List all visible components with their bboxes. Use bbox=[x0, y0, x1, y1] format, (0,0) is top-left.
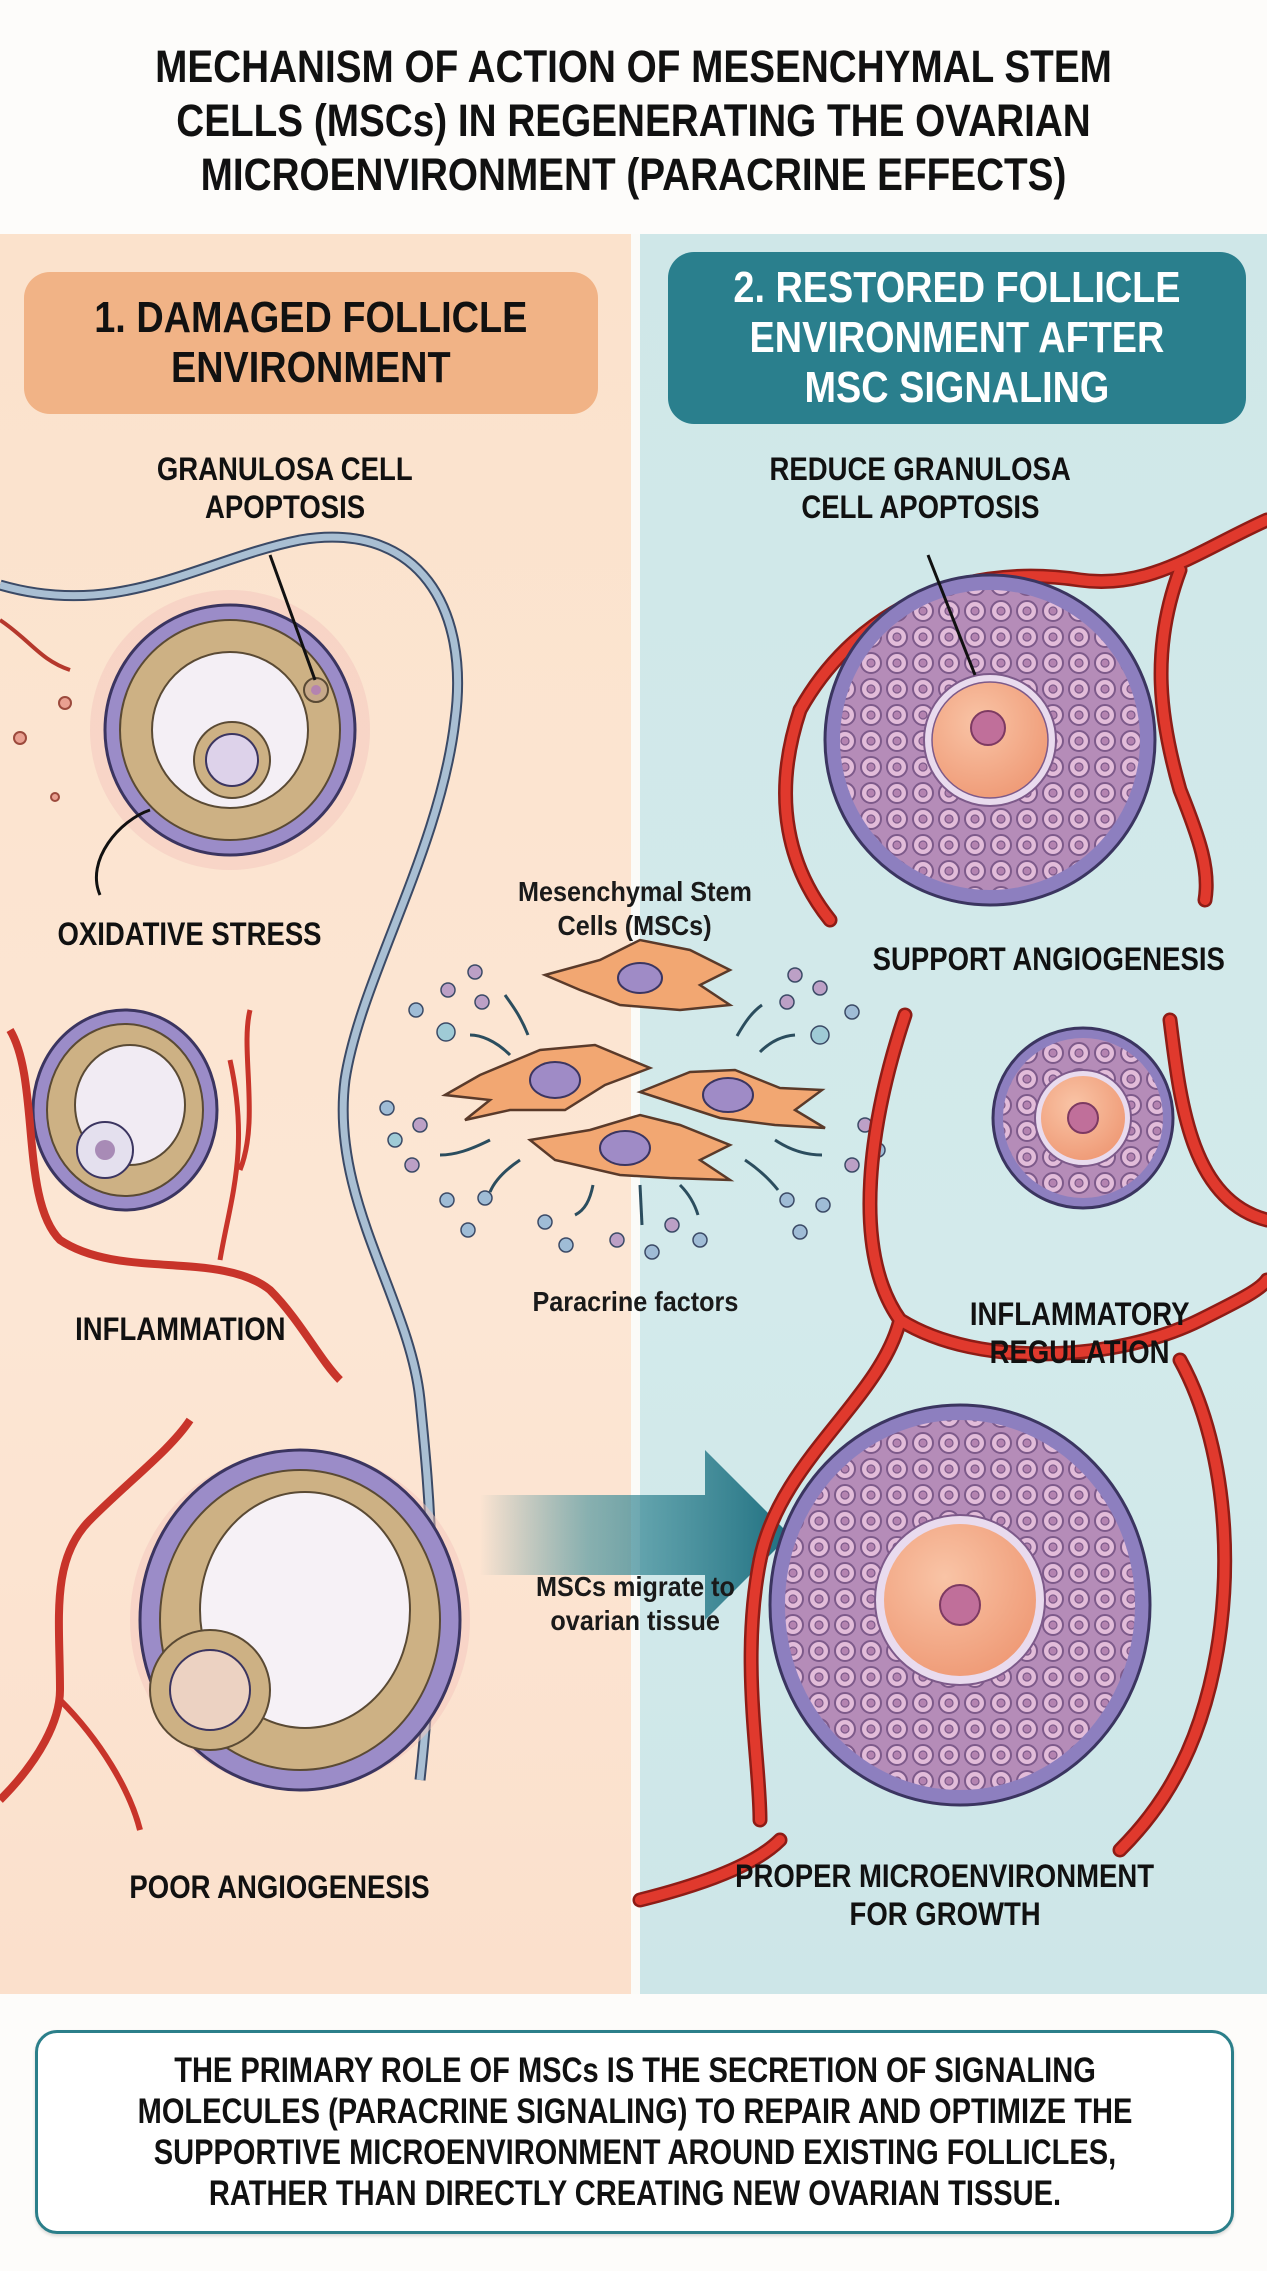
label-msc: Mesenchymal Stem Cells (MSCs) bbox=[440, 875, 830, 943]
label-line: REDUCE GRANULOSA bbox=[769, 451, 1071, 487]
label-line: CELL APOPTOSIS bbox=[800, 489, 1040, 525]
label-reduce-apoptosis: REDUCE GRANULOSA CELL APOPTOSIS bbox=[730, 450, 1110, 526]
label-support-angiogenesis: SUPPORT ANGIOGENESIS bbox=[830, 940, 1267, 978]
summary-line: RATHER THAN DIRECTLY CREATING NEW OVARIA… bbox=[208, 2174, 1061, 2213]
damaged-environment-heading: 1. DAMAGED FOLLICLE ENVIRONMENT bbox=[24, 272, 598, 414]
pointer-line bbox=[926, 554, 977, 676]
label-paracrine-factors: Paracrine factors bbox=[460, 1285, 810, 1319]
label-line: PROPER MICROENVIRONMENT bbox=[735, 1858, 1155, 1894]
damaged-follicle-middle bbox=[31, 1008, 219, 1212]
msc-cluster bbox=[441, 938, 826, 1182]
label-line: GRANULOSA CELL bbox=[157, 451, 413, 487]
summary-line: MOLECULES (PARACRINE SIGNALING) TO REPAI… bbox=[137, 2092, 1132, 2131]
heading-line: ENVIRONMENT bbox=[171, 343, 451, 392]
label-line: INFLAMMATORY bbox=[970, 1296, 1190, 1332]
migration-arrow bbox=[480, 1450, 790, 1620]
label-line: ovarian tissue bbox=[550, 1605, 720, 1636]
panel-divider bbox=[631, 234, 640, 1994]
heading-line: MSC SIGNALING bbox=[804, 363, 1110, 412]
label-line: SUPPORT ANGIOGENESIS bbox=[872, 941, 1225, 977]
summary-line: SUPPORTIVE MICROENVIRONMENT AROUND EXIST… bbox=[153, 2133, 1116, 2172]
healthy-follicle-bottom bbox=[768, 1403, 1152, 1807]
summary-box: THE PRIMARY ROLE OF MSCs IS THE SECRETIO… bbox=[35, 2030, 1234, 2234]
damaged-follicle-top bbox=[90, 590, 370, 870]
label-line: INFLAMMATION bbox=[74, 1311, 286, 1347]
title-line: CELLS (MSCs) IN REGENERATING THE OVARIAN bbox=[176, 95, 1091, 146]
label-line: REGULATION bbox=[990, 1334, 1170, 1370]
label-line: POOR ANGIOGENESIS bbox=[129, 1869, 431, 1905]
label-poor-angiogenesis: POOR ANGIOGENESIS bbox=[90, 1868, 470, 1906]
label-granulosa-apoptosis: GRANULOSA CELL APOPTOSIS bbox=[120, 450, 450, 526]
pointer-line bbox=[268, 554, 317, 681]
label-line: Cells (MSCs) bbox=[557, 910, 713, 941]
damaged-follicle-bottom bbox=[130, 1448, 470, 1792]
healthy-follicle-middle bbox=[991, 1026, 1175, 1210]
label-msc-migrate: MSCs migrate to ovarian tissue bbox=[470, 1570, 800, 1638]
title-line: MECHANISM OF ACTION OF MESENCHYMAL STEM bbox=[155, 41, 1112, 92]
secretion-arrows bbox=[439, 994, 823, 1226]
label-oxidative-stress: OXIDATIVE STRESS bbox=[10, 915, 370, 953]
label-line: APOPTOSIS bbox=[204, 489, 366, 525]
healthy-follicle-top bbox=[823, 573, 1157, 907]
paracrine-factors bbox=[379, 964, 886, 1260]
heading-line: ENVIRONMENT AFTER bbox=[749, 313, 1165, 362]
summary-line: THE PRIMARY ROLE OF MSCs IS THE SECRETIO… bbox=[173, 2051, 1096, 2090]
label-inflammation: INFLAMMATION bbox=[30, 1310, 330, 1348]
page-title: MECHANISM OF ACTION OF MESENCHYMAL STEM … bbox=[89, 40, 1179, 202]
label-line: OXIDATIVE STRESS bbox=[57, 916, 323, 952]
heading-line: 1. DAMAGED FOLLICLE bbox=[94, 293, 528, 342]
label-inflammatory-regulation: INFLAMMATORY REGULATION bbox=[920, 1295, 1240, 1371]
label-line: Paracrine factors bbox=[532, 1286, 738, 1317]
blood-vessels-fill bbox=[635, 515, 1267, 1905]
heading-line: 2. RESTORED FOLLICLE bbox=[733, 263, 1181, 312]
pointer-line bbox=[94, 808, 151, 896]
label-line: Mesenchymal Stem bbox=[518, 876, 752, 907]
label-line: FOR GROWTH bbox=[849, 1896, 1041, 1932]
restored-environment-heading: 2. RESTORED FOLLICLE ENVIRONMENT AFTER M… bbox=[668, 252, 1246, 424]
title-line: MICROENVIRONMENT (PARACRINE EFFECTS) bbox=[200, 149, 1067, 200]
label-line: MSCs migrate to bbox=[535, 1571, 735, 1602]
label-proper-microenvironment: PROPER MICROENVIRONMENT FOR GROWTH bbox=[680, 1857, 1210, 1933]
